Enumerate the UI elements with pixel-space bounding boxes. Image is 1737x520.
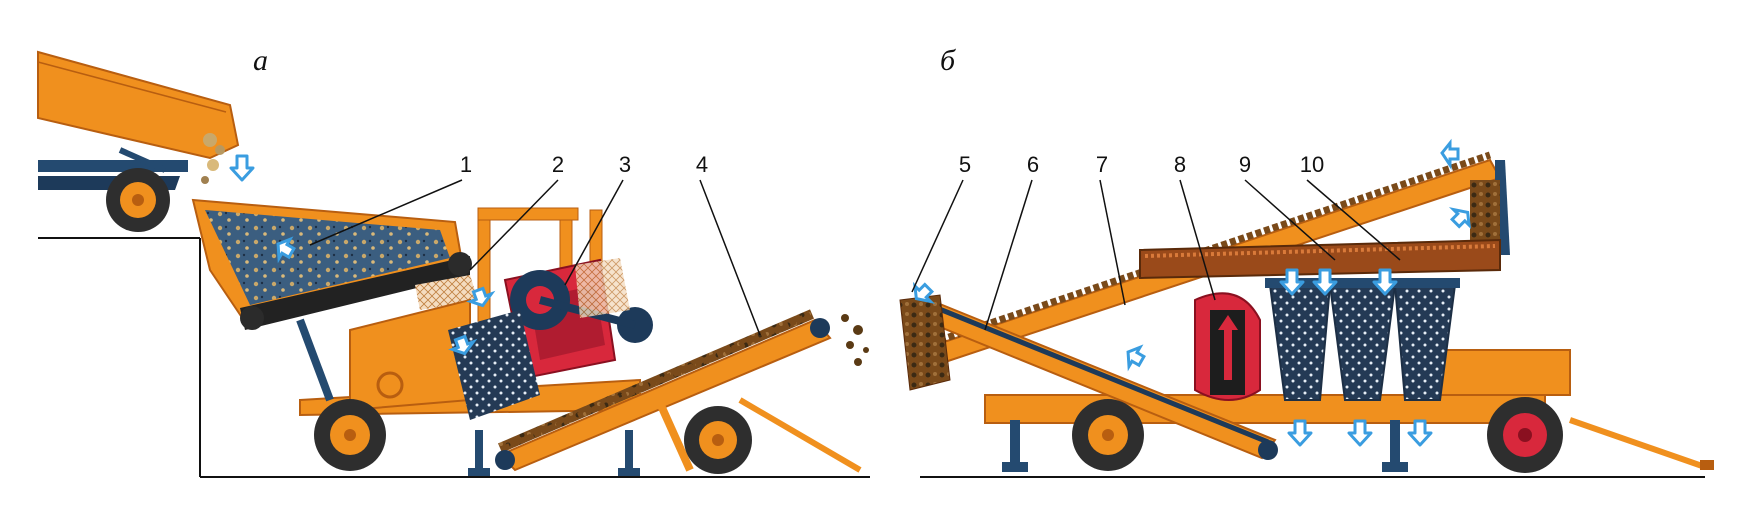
feed-arrow-icon: [229, 154, 255, 182]
feed-hopper: [191, 198, 478, 330]
flow-arrow-icon: [1440, 138, 1460, 170]
roll-crusher: [1194, 292, 1261, 401]
dump-truck: [37, 50, 240, 232]
flow-arrow-icon: [466, 286, 496, 308]
flow-arrow-icon: [448, 334, 478, 356]
flow-arrow-icon: [912, 281, 936, 304]
panel-b-plant: [899, 138, 1714, 478]
flow-arrow-icon: [1287, 419, 1313, 447]
panel-a-leader-lines: [309, 179, 761, 336]
panel-a-plant: [37, 50, 870, 478]
panel-b-leader-lines: [911, 179, 1401, 331]
screen-bins: [1265, 278, 1460, 401]
feed-conveyor: [899, 294, 1278, 460]
callout-8: 8: [1173, 152, 1187, 177]
callout-7: 7: [1095, 152, 1109, 177]
panel-label-b: б: [940, 44, 956, 77]
flow-arrow-icon: [1448, 207, 1472, 230]
jaw-crusher: [448, 258, 653, 420]
callout-9: 9: [1238, 152, 1252, 177]
callout-3: 3: [618, 152, 632, 177]
callout-5: 5: [958, 152, 972, 177]
flow-arrow-icon: [1407, 419, 1433, 447]
callout-1: 1: [459, 152, 473, 177]
panel-b-wheels: [1072, 397, 1563, 473]
discharge-conveyor: [495, 309, 869, 473]
flow-arrow-icon: [1126, 344, 1146, 372]
panel-a-wheels: [314, 399, 752, 476]
callout-4: 4: [695, 152, 709, 177]
panel-a-ground: [38, 237, 870, 478]
callout-6: 6: [1026, 152, 1040, 177]
panel-label-a: а: [253, 44, 268, 77]
flow-arrow-icon: [276, 236, 296, 264]
callout-10: 10: [1299, 152, 1325, 177]
flow-arrow-icon: [1347, 419, 1373, 447]
callout-2: 2: [551, 152, 565, 177]
